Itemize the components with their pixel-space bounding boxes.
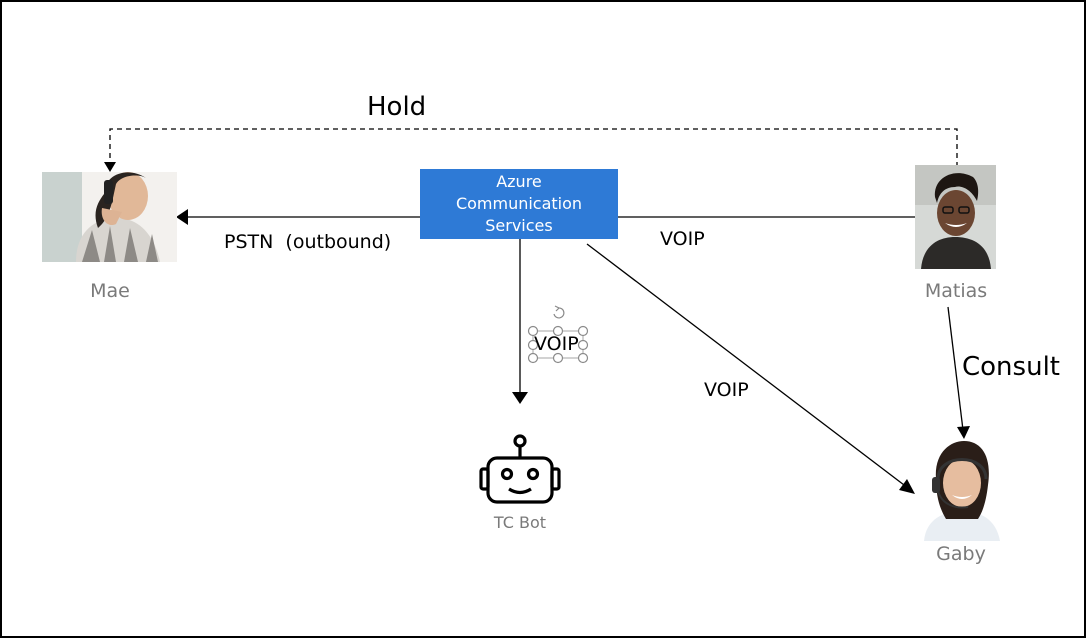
consult-connector: [947, 306, 964, 431]
pstn-arrowhead: [176, 209, 188, 225]
consult-arrowhead: [957, 426, 970, 439]
azure-communication-services-box: Azure Communication Services: [420, 169, 618, 239]
matias-photo: [915, 165, 996, 269]
robot-icon: [479, 434, 561, 504]
mae-photo: [42, 172, 177, 262]
voip-gaby-connector: [586, 243, 909, 489]
voip-gaby-arrowhead: [899, 479, 915, 494]
voip-gaby-label: VOIP: [704, 379, 749, 401]
gaby-photo: [916, 439, 1006, 541]
acs-label-line1: Azure: [496, 172, 542, 191]
selection-handles[interactable]: [527, 305, 589, 364]
voip-bot-label[interactable]: VOIP: [534, 333, 579, 355]
consult-label: Consult: [962, 352, 1060, 382]
matias-name: Matias: [924, 280, 988, 302]
hold-connector: [109, 128, 958, 167]
acs-label-line2: Communication: [455, 194, 583, 213]
tc-bot-name: TC Bot: [493, 513, 547, 532]
pstn-label: PSTN (outbound): [224, 231, 392, 253]
hold-label: Hold: [367, 92, 427, 122]
hold-arrowhead: [104, 162, 116, 172]
mae-name: Mae: [90, 280, 130, 302]
voip-matias-label: VOIP: [660, 228, 705, 250]
gaby-name: Gaby: [936, 543, 986, 565]
voip-bot-arrowhead: [512, 392, 528, 404]
acs-label-line3: Services: [485, 216, 553, 235]
rotate-icon: [553, 307, 565, 319]
